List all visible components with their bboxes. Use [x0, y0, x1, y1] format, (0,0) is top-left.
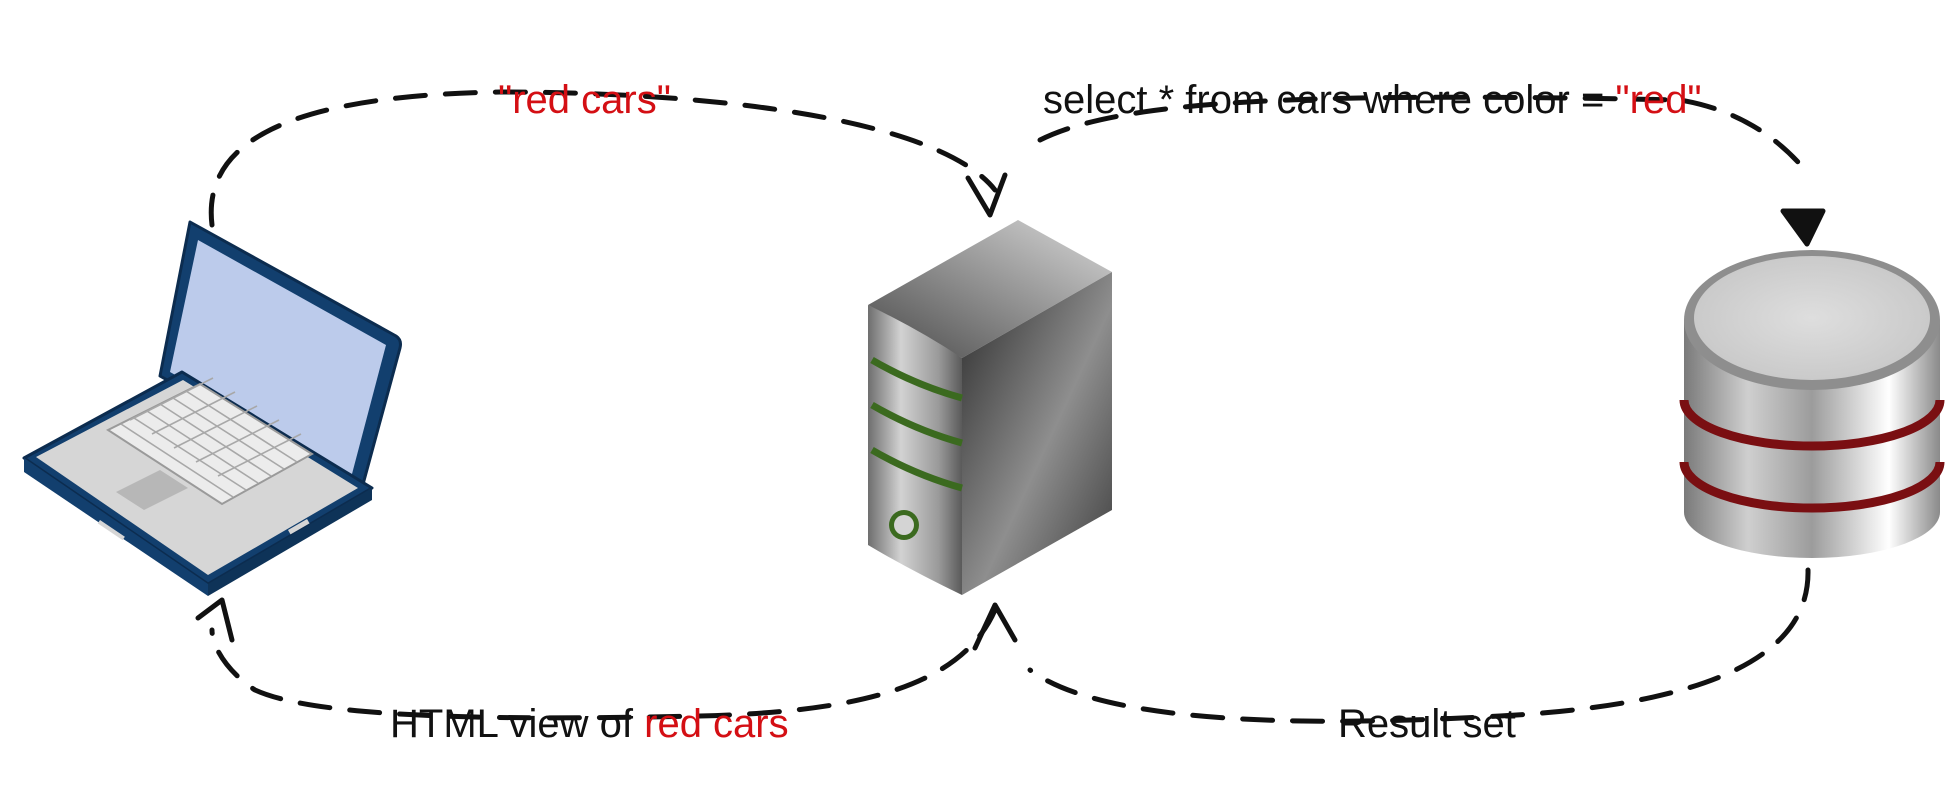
- response-arc: [209, 607, 998, 721]
- response-prefix: HTML view of: [390, 702, 644, 746]
- arrowheads: [195, 172, 1826, 651]
- query-arrowhead: [1780, 208, 1826, 247]
- result-set-label: Result set: [1338, 702, 1516, 746]
- response-label: HTML view of red cars: [390, 702, 789, 746]
- query-prefix: select * from cars where color =: [1043, 78, 1615, 122]
- response-arrowhead: [195, 597, 235, 643]
- request-arc: [208, 89, 998, 228]
- result-arrowhead: [972, 602, 1018, 651]
- query-arc: [1037, 94, 1808, 173]
- response-value: red cars: [644, 702, 789, 746]
- request-label: "red cars": [498, 78, 671, 122]
- laptop-icon: [22, 220, 402, 596]
- query-label: select * from cars where color = "red": [1043, 78, 1702, 122]
- server-icon: [868, 220, 1112, 595]
- database-icon: [1679, 250, 1945, 558]
- request-arrowhead: [965, 172, 1008, 218]
- flow-arrows: [208, 89, 1811, 724]
- result-arc: [1027, 567, 1811, 724]
- query-value: "red": [1615, 78, 1701, 122]
